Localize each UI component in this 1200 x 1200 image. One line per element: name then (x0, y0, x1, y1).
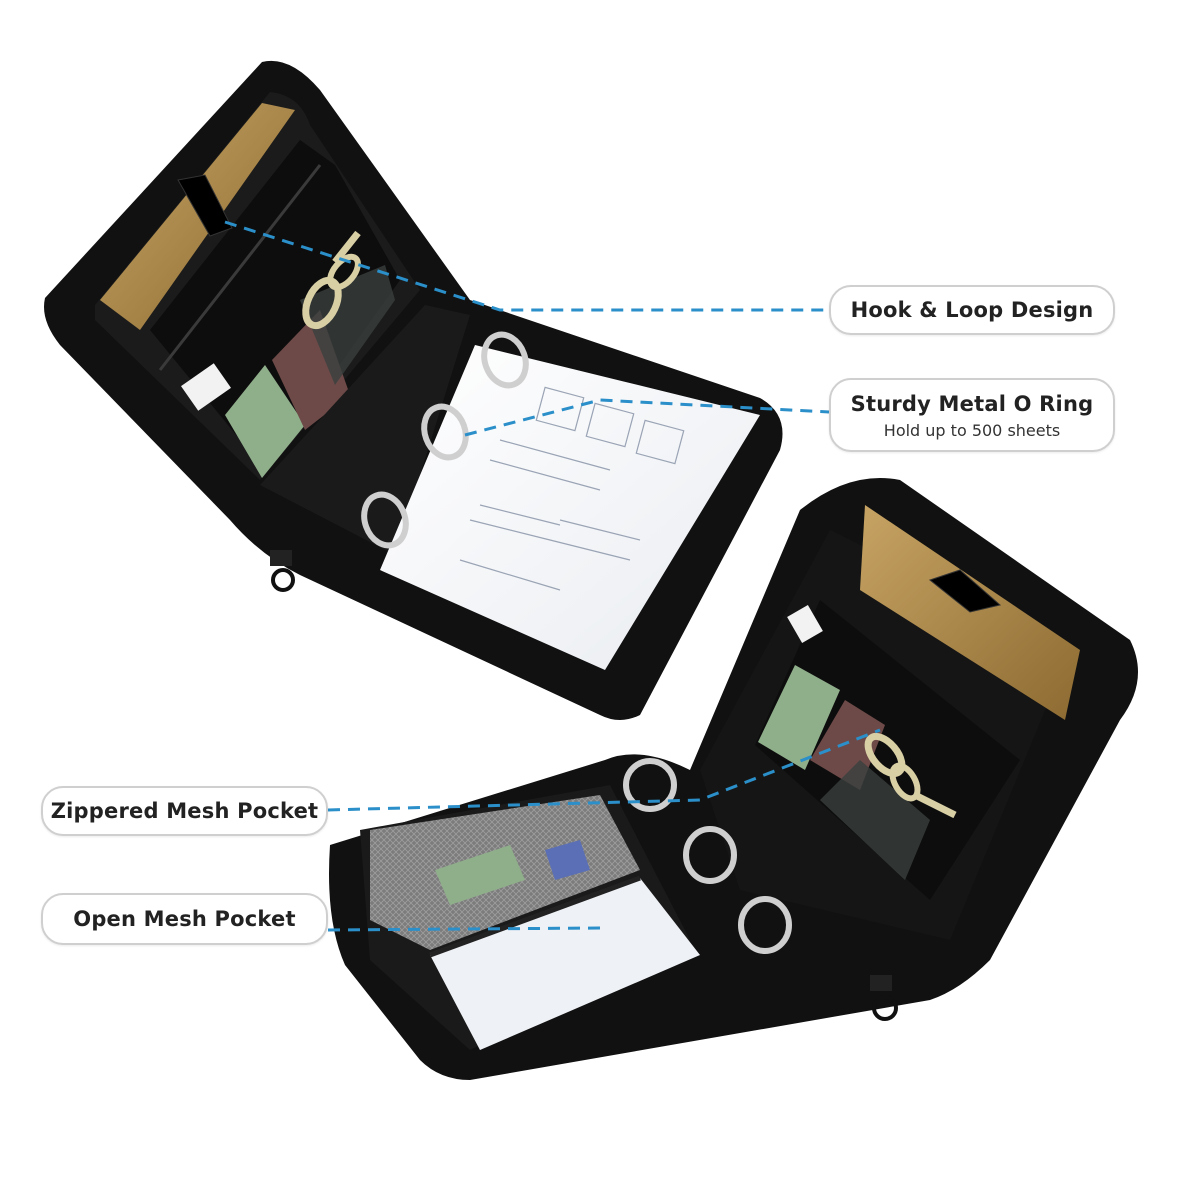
zipper-pull-icon (270, 550, 295, 592)
callout-zippered-mesh-title: Zippered Mesh Pocket (50, 799, 319, 823)
o-ring-icon-bottom (623, 758, 792, 954)
hook-loop-strap (177, 174, 233, 237)
callout-hook-loop-title: Hook & Loop Design (850, 298, 1094, 322)
zipper-line (158, 164, 322, 371)
paper-top-content (459, 386, 685, 591)
callout-metal-ring-title: Sturdy Metal O Ring (850, 392, 1094, 416)
leader-zippered-mesh (327, 728, 881, 812)
scissors-icon (302, 230, 361, 330)
zipper-pull-icon-bottom (870, 975, 898, 1021)
callout-hook-loop: Hook & Loop Design (829, 285, 1115, 335)
clear-pouch-bottom (820, 760, 930, 880)
clear-pouch (300, 265, 395, 385)
leader-open-mesh (327, 926, 601, 932)
label-tag-bottom (787, 605, 823, 643)
blue-item-mesh (545, 840, 590, 880)
hook-loop-strap-bottom (928, 569, 1002, 613)
open-mesh-edge (429, 875, 641, 958)
callout-metal-ring: Sturdy Metal O Ring Hold up to 500 sheet… (829, 378, 1115, 452)
green-card-bottom (758, 665, 840, 770)
green-card-mesh (435, 845, 525, 905)
leader-hook-loop (224, 220, 829, 312)
open-mesh-pocket (430, 878, 700, 1050)
callout-open-mesh-title: Open Mesh Pocket (73, 907, 296, 931)
binder-bottom-pocket (755, 600, 1020, 900)
callout-open-mesh: Open Mesh Pocket (41, 893, 328, 945)
leader-metal-ring (464, 398, 830, 437)
callout-zippered-mesh: Zippered Mesh Pocket (41, 786, 328, 836)
o-ring-icon (361, 331, 529, 549)
callout-metal-ring-subtitle: Hold up to 500 sheets (883, 421, 1061, 440)
binder-top-right-panel (260, 305, 470, 555)
green-card (225, 365, 305, 478)
tablet (100, 103, 295, 330)
scissors-icon-bottom (864, 732, 957, 819)
binder-top (44, 60, 783, 721)
label-tag (181, 363, 231, 411)
leader-lines (224, 220, 881, 932)
